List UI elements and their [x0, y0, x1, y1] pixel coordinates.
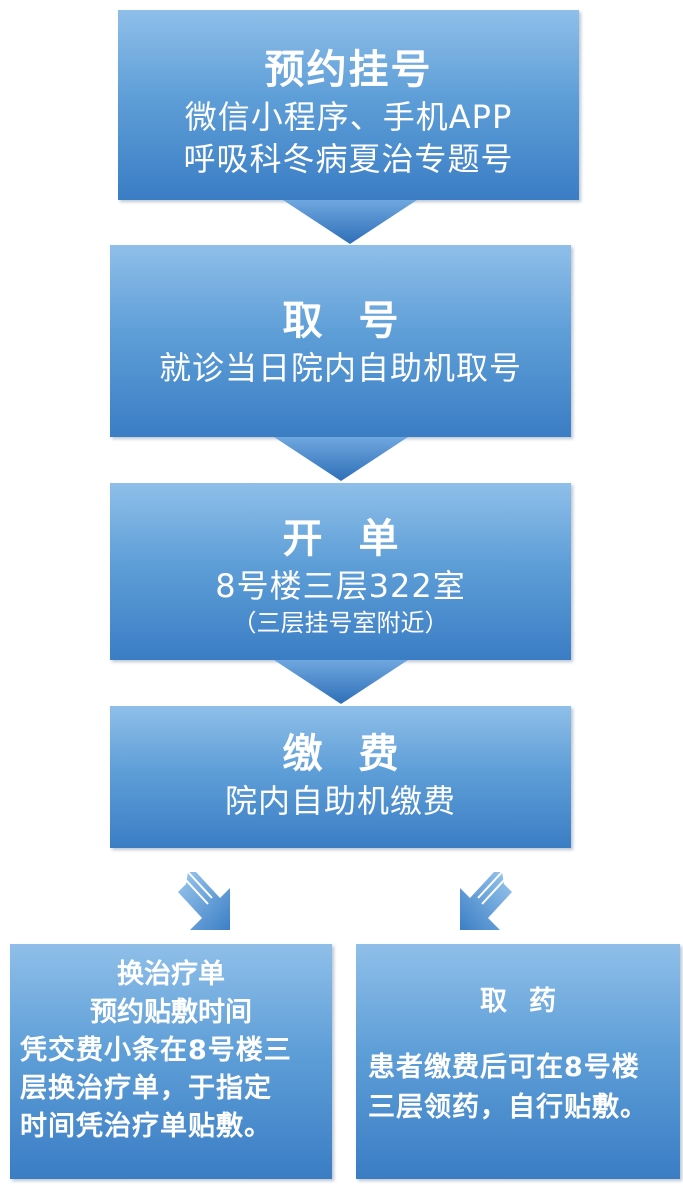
step-line: 就诊当日院内自助机取号 [158, 349, 522, 387]
branch-text: 患者缴费后可在8号楼 [368, 1052, 640, 1083]
step-prescription: 开单 8号楼三层322室 （三层挂号室附近） [110, 483, 571, 660]
step-line: 院内自助机缴费 [224, 782, 456, 820]
step-line: 8号楼三层322室 [215, 567, 466, 605]
step-title: 缴费 [282, 731, 435, 777]
step-title: 取号 [282, 298, 435, 344]
branch-text: 凭交费小条在8号楼三 [20, 1035, 292, 1066]
step-payment: 缴费 院内自助机缴费 [110, 706, 571, 848]
arrow-down-icon [283, 200, 417, 244]
step-get-number: 取号 就诊当日院内自助机取号 [110, 245, 571, 437]
branch-text: 时间凭治疗单贴敷。 [20, 1111, 272, 1142]
arrow-down-right-icon [178, 871, 230, 930]
branch-title: 取药 [480, 986, 578, 1017]
step-line: 微信小程序、手机APP [184, 98, 513, 136]
arrow-down-icon [274, 660, 408, 704]
step-title: 开单 [282, 516, 435, 562]
step-note: （三层挂号室附近） [232, 609, 449, 637]
step-book-appointment: 预约挂号 微信小程序、手机APP 呼吸科冬病夏治专题号 [118, 10, 579, 200]
step-line: 呼吸科冬病夏治专题号 [183, 140, 514, 178]
arrow-down-icon [274, 437, 408, 481]
arrow-down-left-icon [460, 871, 512, 930]
branch-get-medicine: 取药 患者缴费后可在8号楼 三层领药，自行贴敷。 [356, 944, 680, 1179]
branch-exchange-treatment-slip: 换治疗单 预约贴敷时间 凭交费小条在8号楼三 层换治疗单，于指定 时间凭治疗单贴… [10, 944, 332, 1179]
branch-text: 三层领药，自行贴敷。 [368, 1092, 648, 1123]
branch-title: 换治疗单 [117, 959, 225, 990]
branch-title: 预约贴敷时间 [90, 997, 252, 1028]
branch-text: 层换治疗单，于指定 [20, 1073, 272, 1104]
step-title: 预约挂号 [264, 47, 433, 93]
